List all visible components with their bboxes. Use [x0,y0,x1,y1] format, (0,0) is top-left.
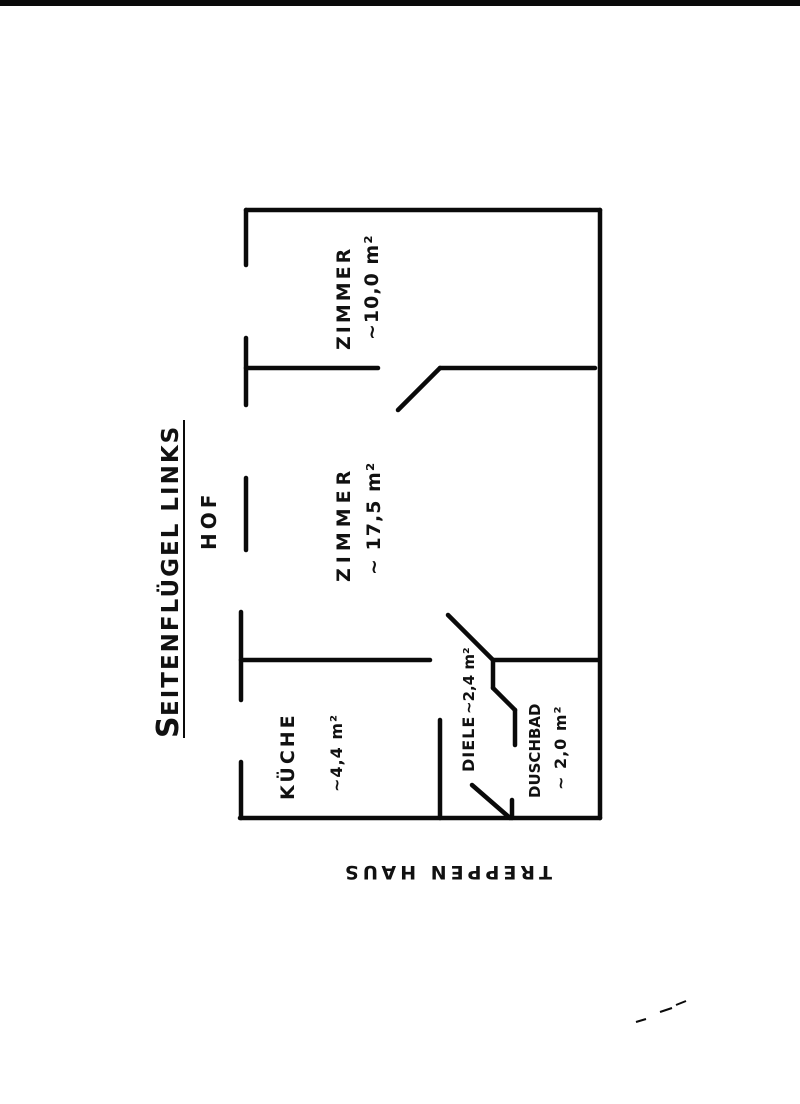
scan-edge [0,0,800,6]
room-kueche-name: KÜCHE [275,712,299,800]
title-prefix: S [151,716,186,738]
room-kueche-area: ~4,4 m² [327,714,346,792]
room-zimmer-small-area: ~10,0 m² [361,234,383,340]
room-zimmer-large-area: ~ 17,5 m² [363,462,385,575]
room-diele-area: ~2,4 m² [460,647,478,714]
room-diele-name: DIELE [459,716,478,772]
door-diele-to-zimmer [445,612,496,663]
room-zimmer-large-name: ZIMMER [333,466,355,582]
label-hof: HOF [197,491,221,550]
label-treppenhaus: TREPPEN HAUS [341,861,552,883]
room-duschbad-area: ~ 2,0 m² [551,705,570,790]
door-entrance [469,782,513,821]
room-duschbad-name: DUSCHBAD [526,704,544,799]
title-rest: EITENFLÜGEL LINKS [156,425,184,716]
room-diele: DIELE ~2,4 m² [459,647,478,772]
scan-specks [635,1000,687,1023]
walls [237,207,603,821]
door-zimmer-to-zimmer [395,365,443,413]
room-zimmer-small-name: ZIMMER [333,246,355,350]
plan-title: S EITENFLÜGEL LINKS [151,420,186,738]
wall-diele-duschbad-bend [490,685,518,713]
